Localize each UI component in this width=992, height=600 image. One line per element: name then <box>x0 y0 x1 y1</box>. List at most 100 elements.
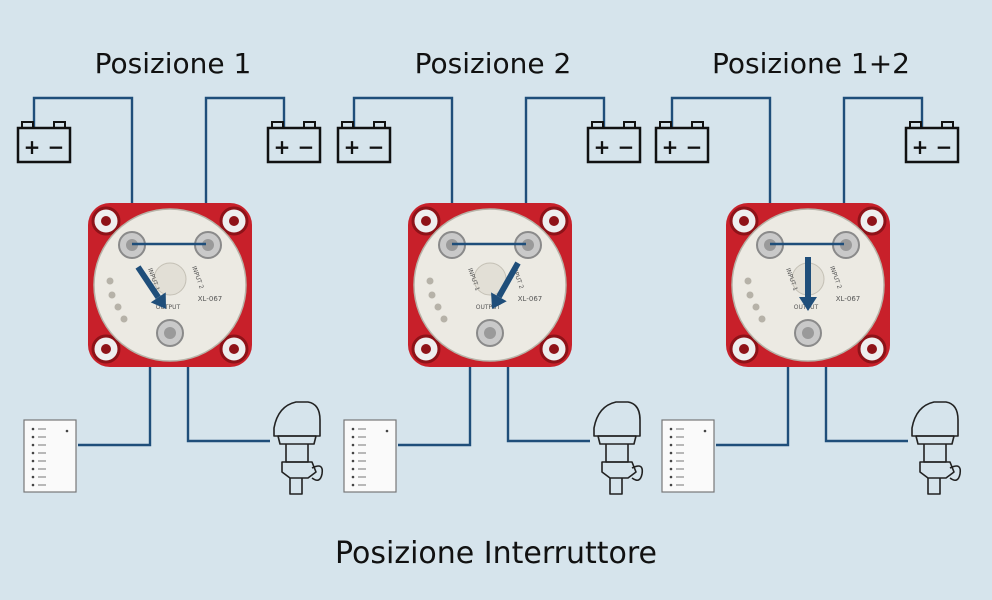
switch-indicator-dot <box>752 303 760 311</box>
wire-battery2-to-input2 <box>842 96 924 244</box>
footer-title: Posizione Interruttore <box>334 536 658 571</box>
switch-panel-led <box>31 435 35 439</box>
battery-icon: +− <box>266 121 322 164</box>
motor-shaft <box>923 444 947 463</box>
battery-plus-label: + <box>24 135 41 159</box>
mounting-hole-center <box>101 344 111 354</box>
mounting-hole-center <box>101 216 111 226</box>
switch-panel-led <box>351 435 355 439</box>
model-label: XL-067 <box>198 295 222 303</box>
motor-skeg <box>927 478 941 495</box>
switch-panel-led <box>669 451 673 455</box>
switch-terminal-nut <box>164 327 176 339</box>
motor-skeg <box>289 478 303 495</box>
motor-cowling <box>593 401 641 437</box>
battery-minus-label: − <box>686 135 703 159</box>
switch-panel-led <box>351 475 355 479</box>
motor-propeller <box>311 465 324 482</box>
switch-indicator-dot <box>746 291 754 299</box>
switch-panel-led <box>351 459 355 463</box>
wire-battery2-to-input2 <box>524 96 606 244</box>
motor-mid <box>915 435 955 445</box>
switch-indicator-dot <box>434 303 442 311</box>
switch-panel-indicator <box>65 429 69 433</box>
mounting-hole-center <box>229 344 239 354</box>
battery-body <box>586 126 642 164</box>
battery-minus-label: − <box>298 135 315 159</box>
battery-icon: +− <box>654 121 710 164</box>
position-arrow-head <box>491 292 507 309</box>
wire-battery1-to-input1 <box>352 96 454 244</box>
motor-mid <box>277 435 317 445</box>
wire-battery1-to-input1 <box>32 96 134 244</box>
switch-panel-led <box>351 483 355 487</box>
motor-skeg <box>609 478 623 495</box>
battery-icon: +− <box>336 121 392 164</box>
switch-indicator-dot <box>440 315 448 323</box>
switch-panel-led <box>669 483 673 487</box>
motor-mid <box>597 435 637 445</box>
battery-minus-label: − <box>48 135 65 159</box>
model-label: XL-067 <box>518 295 542 303</box>
battery-body <box>336 126 392 164</box>
switch-indicator-dot <box>428 291 436 299</box>
battery-body <box>904 126 960 164</box>
position-arrow-head <box>799 297 817 311</box>
battery-plus-label: + <box>912 135 929 159</box>
motor-propeller <box>949 465 962 482</box>
position-arrow-head <box>150 292 166 309</box>
switch-panel-led <box>31 475 35 479</box>
mounting-hole-center <box>549 344 559 354</box>
switch-indicator-dot <box>114 303 122 311</box>
battery-minus-label: − <box>936 135 953 159</box>
switch-panel-led <box>669 475 673 479</box>
battery-body <box>16 126 72 164</box>
output-label: OUTPUT <box>156 304 181 311</box>
switch-panel-led <box>669 467 673 471</box>
switch-panel-led <box>351 467 355 471</box>
switch-panel-led <box>669 435 673 439</box>
switch-indicator-dot <box>758 315 766 323</box>
battery-icon: +− <box>586 121 642 164</box>
switch-terminal-nut <box>202 239 214 251</box>
switch-panel-led <box>31 459 35 463</box>
battery-minus-label: − <box>368 135 385 159</box>
battery-icon: +− <box>16 121 72 164</box>
switch-panel-led <box>31 427 35 431</box>
outboard-motor-icon <box>273 401 324 495</box>
wire-battery2-to-input2 <box>204 96 286 244</box>
switch-panel-led <box>669 427 673 431</box>
battery-body <box>266 126 322 164</box>
mounting-hole-center <box>867 344 877 354</box>
outboard-motor-icon <box>593 401 644 495</box>
switch-indicator-dot <box>120 315 128 323</box>
model-label: XL-067 <box>836 295 860 303</box>
battery-plus-label: + <box>274 135 291 159</box>
switch-panel-led <box>669 459 673 463</box>
mounting-hole-center <box>421 216 431 226</box>
mounting-hole-center <box>229 216 239 226</box>
position-arrow-shaft <box>496 261 521 299</box>
mounting-hole-center <box>549 216 559 226</box>
mounting-hole-center <box>739 216 749 226</box>
position-arrow-shaft <box>135 265 161 300</box>
mounting-hole-center <box>421 344 431 354</box>
wire-battery1-to-input1 <box>670 96 772 244</box>
battery-plus-label: + <box>344 135 361 159</box>
switch-terminal-nut <box>484 327 496 339</box>
motor-shaft <box>605 444 629 463</box>
panel-title: Posizione 2 <box>415 47 572 80</box>
battery-plus-label: + <box>594 135 611 159</box>
switch-panel-led <box>31 451 35 455</box>
switch-indicator-dot <box>426 277 434 285</box>
switch-panel-indicator <box>703 429 707 433</box>
switch-panel-led <box>31 483 35 487</box>
motor-cowling <box>911 401 959 437</box>
switch-terminal-nut <box>840 239 852 251</box>
